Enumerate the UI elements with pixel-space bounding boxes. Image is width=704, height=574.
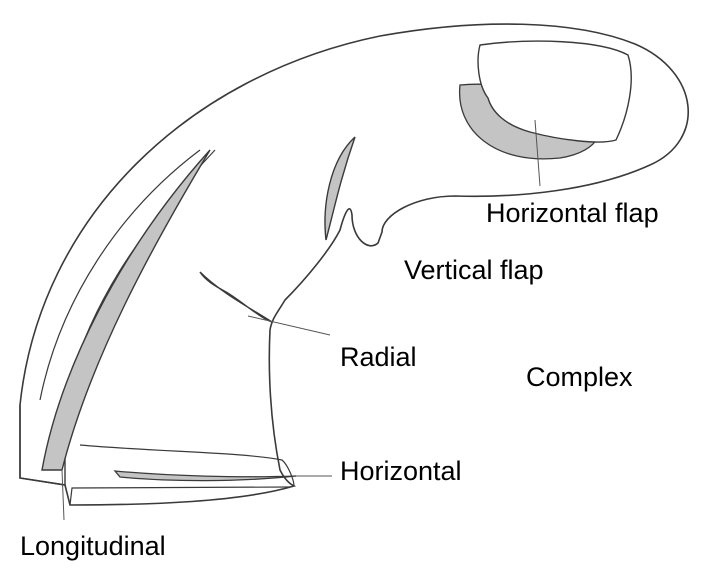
leader-longitudinal [62, 470, 64, 520]
longitudinal-tear [42, 150, 210, 470]
label-horizontal: Horizontal [340, 458, 462, 485]
label-horizontal-flap: Horizontal flap [486, 200, 659, 227]
label-radial: Radial [340, 344, 417, 371]
radial-tear [200, 272, 272, 322]
vertical-flap-tear [325, 137, 355, 240]
label-complex: Complex [526, 364, 633, 391]
label-vertical-flap: Vertical flap [404, 257, 544, 284]
leader-radial [248, 316, 330, 335]
horizontal-tear [115, 471, 296, 481]
label-longitudinal: Longitudinal [20, 533, 166, 560]
